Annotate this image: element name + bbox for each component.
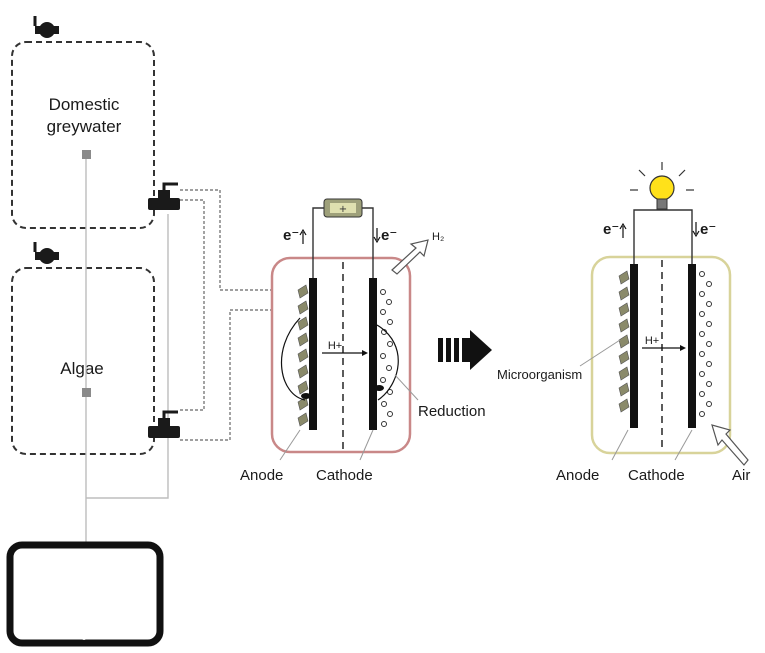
electron-left-label: e⁻ bbox=[603, 221, 619, 238]
electron-left-label: e⁻ bbox=[283, 227, 299, 244]
electron-right-label: e⁻ bbox=[381, 227, 397, 244]
air-inlet-arrow bbox=[711, 424, 749, 466]
svg-text:+: + bbox=[339, 204, 347, 215]
biofilm bbox=[297, 284, 309, 427]
pump-icon bbox=[33, 14, 61, 40]
cathode-label: Cathode bbox=[628, 467, 685, 484]
biofilm bbox=[618, 270, 630, 413]
mfc-power-cell: H+ e⁻ e⁻ Microorganism Anode Cathode Air bbox=[497, 162, 750, 484]
microorganism-label: Microorganism bbox=[497, 367, 582, 382]
tablet-icon bbox=[6, 541, 164, 647]
algae-tank: Algae bbox=[11, 267, 155, 455]
greywater-sensor bbox=[82, 150, 91, 159]
process-arrow-icon bbox=[438, 330, 492, 370]
pump-icon bbox=[33, 240, 61, 266]
algae-label: Algae bbox=[60, 359, 103, 378]
light-bulb-icon bbox=[630, 162, 694, 210]
proton-label: H+ bbox=[328, 340, 342, 352]
anode-label: Anode bbox=[240, 467, 283, 484]
valve-icon bbox=[146, 182, 182, 212]
greywater-tank: Domestic greywater bbox=[11, 41, 155, 229]
bubbles bbox=[699, 271, 712, 417]
anode-electrode bbox=[309, 278, 317, 430]
battery-icon: + bbox=[323, 198, 363, 218]
electron-right-label: e⁻ bbox=[700, 221, 716, 238]
mfc-hydrogen-cell: H+ + e⁻ e⁻ H₂ Reduction Anode Cathode bbox=[240, 198, 486, 484]
cathode-electrode bbox=[688, 264, 696, 428]
greywater-label-line1: Domestic bbox=[49, 95, 120, 114]
algae-sensor bbox=[82, 388, 91, 397]
reduction-label: Reduction bbox=[418, 403, 486, 420]
anode-label: Anode bbox=[556, 467, 599, 484]
cathode-label: Cathode bbox=[316, 467, 373, 484]
air-label: Air bbox=[732, 467, 750, 484]
greywater-label-line2: greywater bbox=[47, 117, 122, 136]
pipes bbox=[180, 189, 300, 441]
gas-label: H₂ bbox=[432, 231, 444, 243]
cathode-electrode bbox=[369, 278, 377, 430]
anode-electrode bbox=[630, 264, 638, 428]
proton-label: H+ bbox=[645, 335, 659, 347]
gas-outlet-arrow bbox=[391, 239, 429, 275]
valve-icon bbox=[146, 410, 182, 440]
